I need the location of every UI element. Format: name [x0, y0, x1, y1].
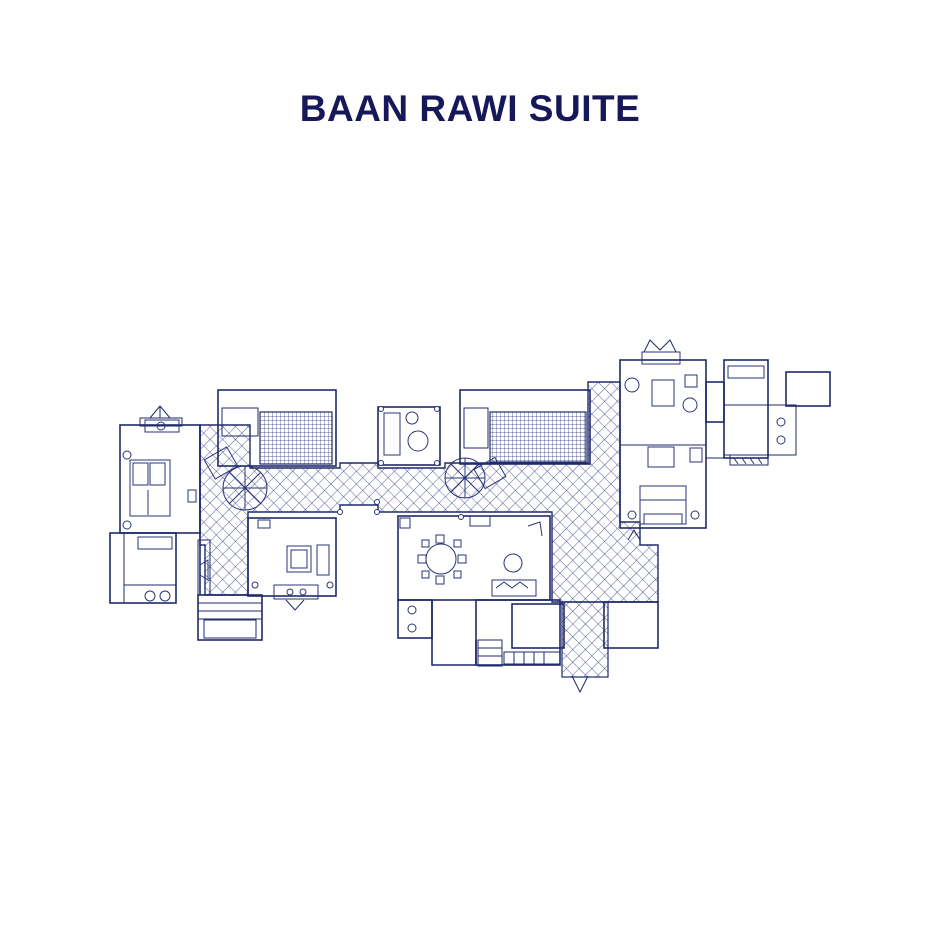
west-entry-stairs [197, 594, 263, 641]
west-bedroom [119, 405, 201, 595]
spiral-staircases [203, 446, 507, 511]
water-features [259, 411, 587, 465]
south-terraces [475, 599, 659, 694]
plan-title: BAAN RAWI SUITE [299, 88, 641, 129]
columns [337, 499, 464, 520]
north-decks [217, 389, 591, 467]
east-bedroom [619, 339, 707, 541]
dining-room [397, 515, 551, 601]
living-room [247, 517, 337, 611]
east-bathroom [705, 359, 831, 466]
powder-room [397, 599, 503, 667]
west-bathroom [109, 532, 211, 604]
